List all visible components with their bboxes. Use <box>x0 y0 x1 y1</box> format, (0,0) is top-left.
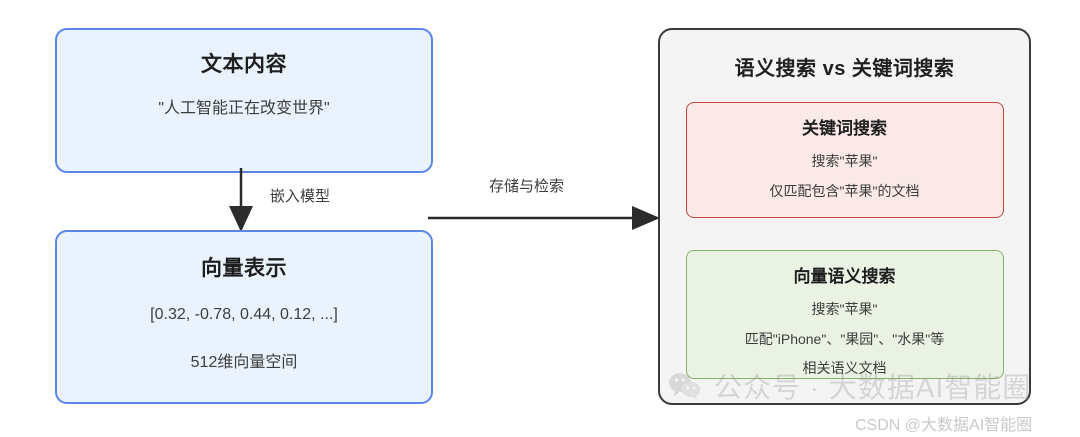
store-retrieve-arrow <box>428 206 660 230</box>
card-vector-semantic-search-line-3: 相关语义文档 <box>802 359 887 376</box>
embedding-arrow <box>229 168 253 232</box>
csdn-watermark: CSDN @大数据AI智能圈 <box>855 417 1033 434</box>
embedding-arrow-label: 嵌入模型 <box>270 188 331 205</box>
comparison-panel-title: 语义搜索 vs 关键词搜索 <box>734 58 955 80</box>
comparison-panel: 语义搜索 vs 关键词搜索 关键词搜索 搜索"苹果" 仅匹配包含"苹果"的文档 … <box>658 28 1031 405</box>
node-vector-representation-title: 向量表示 <box>201 257 287 280</box>
node-vector-representation: 向量表示 [0.32, -0.78, 0.44, 0.12, ...] 512维… <box>55 230 433 404</box>
node-text-content-title: 文本内容 <box>201 53 287 76</box>
store-retrieve-arrow-label: 存储与检索 <box>489 178 565 195</box>
card-keyword-search-line-1: 搜索"苹果" <box>811 153 878 170</box>
card-keyword-search-title: 关键词搜索 <box>802 119 887 138</box>
node-vector-representation-line-1: [0.32, -0.78, 0.44, 0.12, ...] <box>150 306 338 324</box>
node-text-content: 文本内容 "人工智能正在改变世界" <box>55 28 433 173</box>
node-text-content-line-1: "人工智能正在改变世界" <box>158 100 330 118</box>
card-vector-semantic-search-line-2: 匹配"iPhone"、"果园"、"水果"等 <box>744 330 945 347</box>
card-keyword-search-line-2: 仅匹配包含"苹果"的文档 <box>769 182 920 199</box>
node-vector-representation-line-2: 512维向量空间 <box>190 353 298 371</box>
card-keyword-search: 关键词搜索 搜索"苹果" 仅匹配包含"苹果"的文档 <box>685 102 1004 218</box>
card-vector-semantic-search-title: 向量语义搜索 <box>793 267 896 286</box>
card-vector-semantic-search-line-1: 搜索"苹果" <box>811 301 878 318</box>
card-vector-semantic-search: 向量语义搜索 搜索"苹果" 匹配"iPhone"、"果园"、"水果"等 相关语义… <box>685 250 1004 379</box>
